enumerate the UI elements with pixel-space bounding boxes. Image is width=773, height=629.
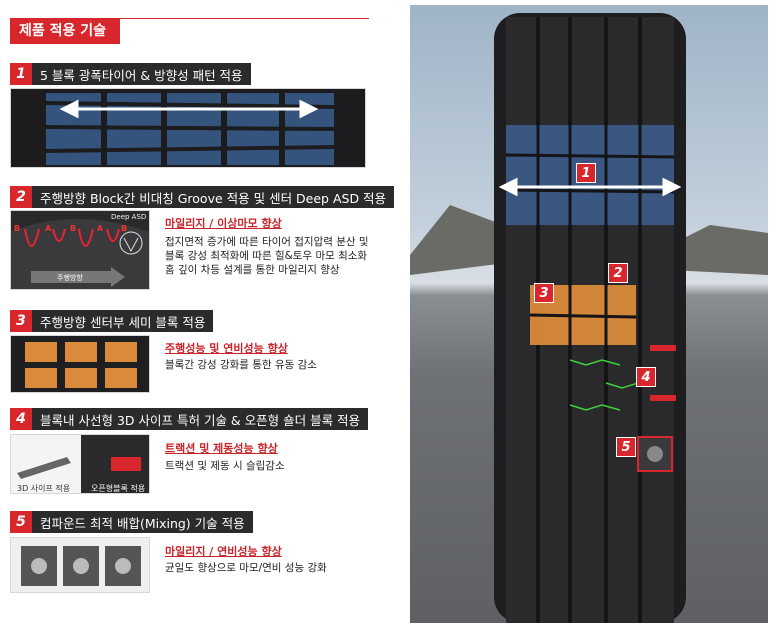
- caption-3d-sipe: 3D 사이프 적용: [17, 484, 71, 493]
- tire-badge-4: 4: [636, 367, 656, 387]
- compound-mixing-image: [10, 537, 150, 593]
- label-direction: 주행방향: [57, 274, 83, 282]
- sipe-shoulder-image: 3D 사이프 적용 오픈형블록 적용: [10, 434, 150, 494]
- label-deep-asd: Deep ASD: [111, 213, 147, 221]
- label-a1: A: [45, 224, 52, 233]
- section-2-desc-2: 블록 강성 최적화에 따른 힐&토우 마모 최소화: [165, 250, 368, 262]
- label-a2: A: [97, 224, 104, 233]
- section-5-number: 5: [10, 511, 32, 533]
- groove-graphic: [11, 219, 149, 289]
- section-3-title: 주행방향 센터부 세미 블록 적용: [40, 314, 206, 330]
- section-2-desc-3: 홈 깊이 차등 설계를 통한 마일리지 향상: [165, 264, 340, 276]
- section-3-number: 3: [10, 310, 32, 332]
- label-b1: B: [14, 224, 21, 233]
- compound-graphic: [21, 546, 141, 586]
- tire-photo: 1 2 3 4 5: [410, 5, 768, 623]
- tire-badge-1: 1: [576, 163, 596, 183]
- section-3-header: 3 주행방향 센터부 세미 블록 적용: [10, 310, 214, 332]
- section-5-desc-1: 균일도 향상으로 마모/연비 성능 강화: [165, 562, 327, 574]
- caption-open-block: 오픈형블록 적용: [91, 484, 146, 493]
- groove-diagram-image: B A B A B Deep ASD 주행방향: [10, 210, 150, 290]
- semi-block-graphic: [25, 342, 137, 388]
- section-4-benefit: 트랙션 및 제동성능 향상: [165, 442, 278, 455]
- label-b3: B: [121, 224, 128, 233]
- tire-badge-5: 5: [616, 437, 636, 457]
- section-2-number: 2: [10, 186, 32, 208]
- section-5-title: 컴파운드 최적 배합(Mixing) 기술 적용: [40, 515, 245, 531]
- section-2-desc-1: 접지면적 증가에 따른 타이어 접지압력 분산 및: [165, 236, 369, 248]
- semi-block-image: [10, 335, 150, 393]
- section-3-benefit: 주행성능 및 연비성능 향상: [165, 342, 288, 355]
- section-4-header: 4 블록내 사선형 3D 사이프 특허 기술 & 오픈형 숄더 블록 적용: [10, 408, 369, 430]
- section-1-title: 5 블록 광폭타이어 & 방향성 패턴 적용: [40, 67, 243, 83]
- page-title: 제품 적용 기술: [10, 18, 120, 44]
- section-3-desc-1: 블록간 강성 강화를 통한 유동 감소: [165, 359, 317, 371]
- section-4-number: 4: [10, 408, 32, 430]
- tire-graphic: [410, 13, 768, 623]
- tire-badge-2: 2: [608, 263, 628, 283]
- section-1-header: 1 5 블록 광폭타이어 & 방향성 패턴 적용: [10, 63, 251, 85]
- section-4-desc-1: 트랙션 및 제동 시 슬립감소: [165, 460, 285, 472]
- section-5-benefit: 마일리지 / 연비성능 향상: [165, 545, 282, 558]
- label-b2: B: [70, 224, 77, 233]
- title-divider: [120, 18, 369, 19]
- section-5-header: 5 컴파운드 최적 배합(Mixing) 기술 적용: [10, 511, 253, 533]
- section-2-benefit: 마일리지 / 이상마모 향상: [165, 217, 282, 230]
- section-2-title: 주행방향 Block간 비대칭 Groove 적용 및 센터 Deep ASD …: [40, 190, 387, 206]
- sipe-shoulder-graphic: [17, 435, 149, 493]
- tire-badge-3: 3: [534, 283, 554, 303]
- tread-blocks-graphic: [46, 93, 334, 165]
- section-1-number: 1: [10, 63, 32, 85]
- section-4-title: 블록내 사선형 3D 사이프 특허 기술 & 오픈형 숄더 블록 적용: [40, 412, 361, 428]
- section-2-header: 2 주행방향 Block간 비대칭 Groove 적용 및 센터 Deep AS…: [10, 186, 395, 208]
- tread-pattern-image: [10, 88, 366, 168]
